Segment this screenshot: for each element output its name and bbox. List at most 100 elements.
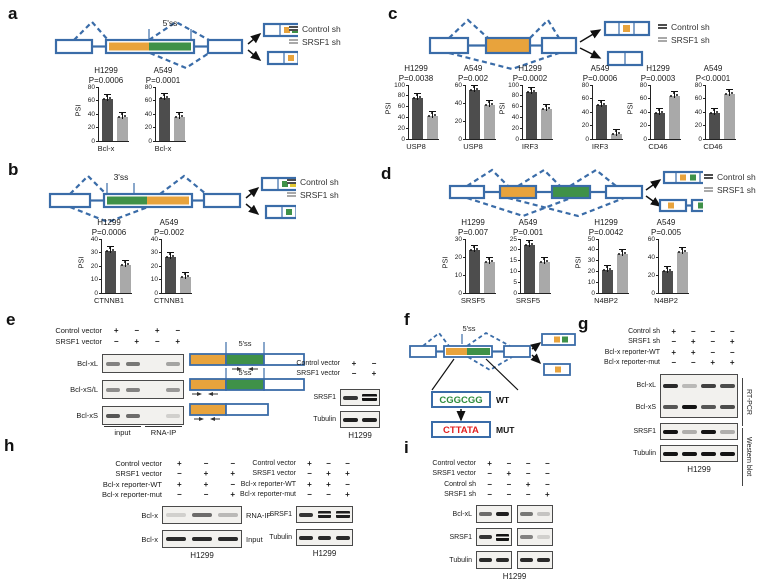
gel-block: Bcl-xL [408, 505, 557, 523]
y-tick-label: 0 [515, 135, 519, 143]
data-point [603, 269, 605, 272]
gel-band [701, 429, 716, 434]
y-tick-mark [153, 86, 156, 88]
y-tick-label: 20 [511, 124, 519, 132]
y-tick-mark [153, 140, 156, 142]
gel-band [218, 537, 238, 541]
sign: − [506, 490, 512, 500]
y-tick-mark [153, 127, 156, 128]
srsf1-sh-key [658, 37, 667, 42]
gel-block: SRSF1 [592, 423, 742, 440]
sign: − [671, 358, 677, 368]
sign: − [710, 347, 716, 357]
sign: + [326, 479, 331, 489]
data-point [545, 105, 547, 108]
band-row [518, 506, 552, 522]
gene-label: CD46 [703, 142, 723, 151]
panel-h-rnaip-section: Control vector+−−SRSF1 vector−++Bcl-x re… [50, 458, 271, 560]
condition-label: Bcl-x reporter-WT [102, 479, 162, 489]
gel-band [218, 513, 238, 517]
data-point [658, 109, 660, 112]
sign: − [545, 458, 550, 468]
orange-exon-segment [446, 348, 467, 355]
y-tick-mark [96, 100, 99, 101]
condition-label: Bcl-x reporter-mut [101, 490, 162, 500]
y-tick-label: 60 [647, 235, 655, 243]
green-inclusion-mark [690, 174, 696, 181]
y-tick-label: 60 [397, 103, 405, 111]
gel-lane [699, 375, 718, 396]
bar-control [469, 90, 480, 139]
band-row [103, 355, 183, 372]
y-tick-mark [463, 138, 466, 140]
data-point [473, 86, 475, 89]
error-bar [679, 246, 686, 254]
error-bar [604, 265, 611, 273]
sign: − [371, 358, 377, 368]
splice-site-label: 5'ss [163, 18, 178, 28]
y-tick-mark [153, 113, 156, 115]
splice-site-label: 5'ss [238, 339, 251, 348]
band-row [341, 390, 379, 405]
p-value: P=0.002 [153, 228, 185, 237]
error-bar [656, 108, 663, 116]
band-row [661, 446, 737, 461]
error-bar [598, 100, 605, 108]
gel-band [479, 535, 492, 539]
y-tick-mark [703, 84, 706, 86]
data-point [187, 274, 189, 277]
error-bar [619, 249, 626, 257]
p-value: P<0.0001 [695, 74, 731, 83]
p-value: P=0.0006 [582, 74, 618, 83]
data-point [434, 113, 436, 116]
sign: − [351, 368, 357, 378]
cell-line-title: H1299 [461, 218, 485, 227]
y-tick-mark [648, 111, 651, 113]
y-tick-mark [96, 127, 99, 128]
y-tick-label: 40 [511, 113, 519, 121]
y-tick-label: 80 [694, 81, 702, 89]
data-point [618, 131, 620, 134]
gel-lane [163, 531, 189, 547]
gel-band [125, 413, 141, 418]
sign: + [203, 469, 209, 479]
bar-srsf1 [117, 116, 128, 141]
gel-lane [680, 446, 699, 461]
gel-lane [163, 407, 183, 424]
bclxl-white-exon [263, 353, 305, 366]
cell-line-title: A549 [153, 66, 173, 75]
gel-band [663, 451, 678, 456]
gel-lane [535, 506, 552, 522]
band-row [103, 381, 183, 398]
y-tick-mark [159, 292, 162, 294]
bar-control [469, 249, 480, 293]
sign: − [345, 479, 350, 489]
data-point [530, 88, 532, 91]
y-tick-label: 40 [90, 235, 98, 243]
error-bar [414, 92, 421, 100]
splice-site-label: 5'ss [462, 324, 475, 333]
y-tick-mark [159, 279, 162, 280]
gene-label: USP8 [463, 142, 483, 151]
y-tick-mark [96, 86, 99, 88]
gel-band [537, 535, 550, 539]
gel-row-label: Bcl-xS/L [70, 385, 98, 394]
error-bar [107, 246, 114, 254]
srsf1-sh-key [289, 39, 298, 44]
green-inclusion-mark [286, 209, 292, 215]
bar-control [159, 97, 170, 141]
data-point [527, 91, 529, 94]
condition-row: Control sh−−+− [408, 479, 557, 490]
sign: + [371, 368, 377, 378]
condition-row: Control vector+−−− [408, 458, 557, 469]
y-tick-label: 20 [587, 267, 595, 275]
bclxs-white-exon [225, 403, 269, 416]
